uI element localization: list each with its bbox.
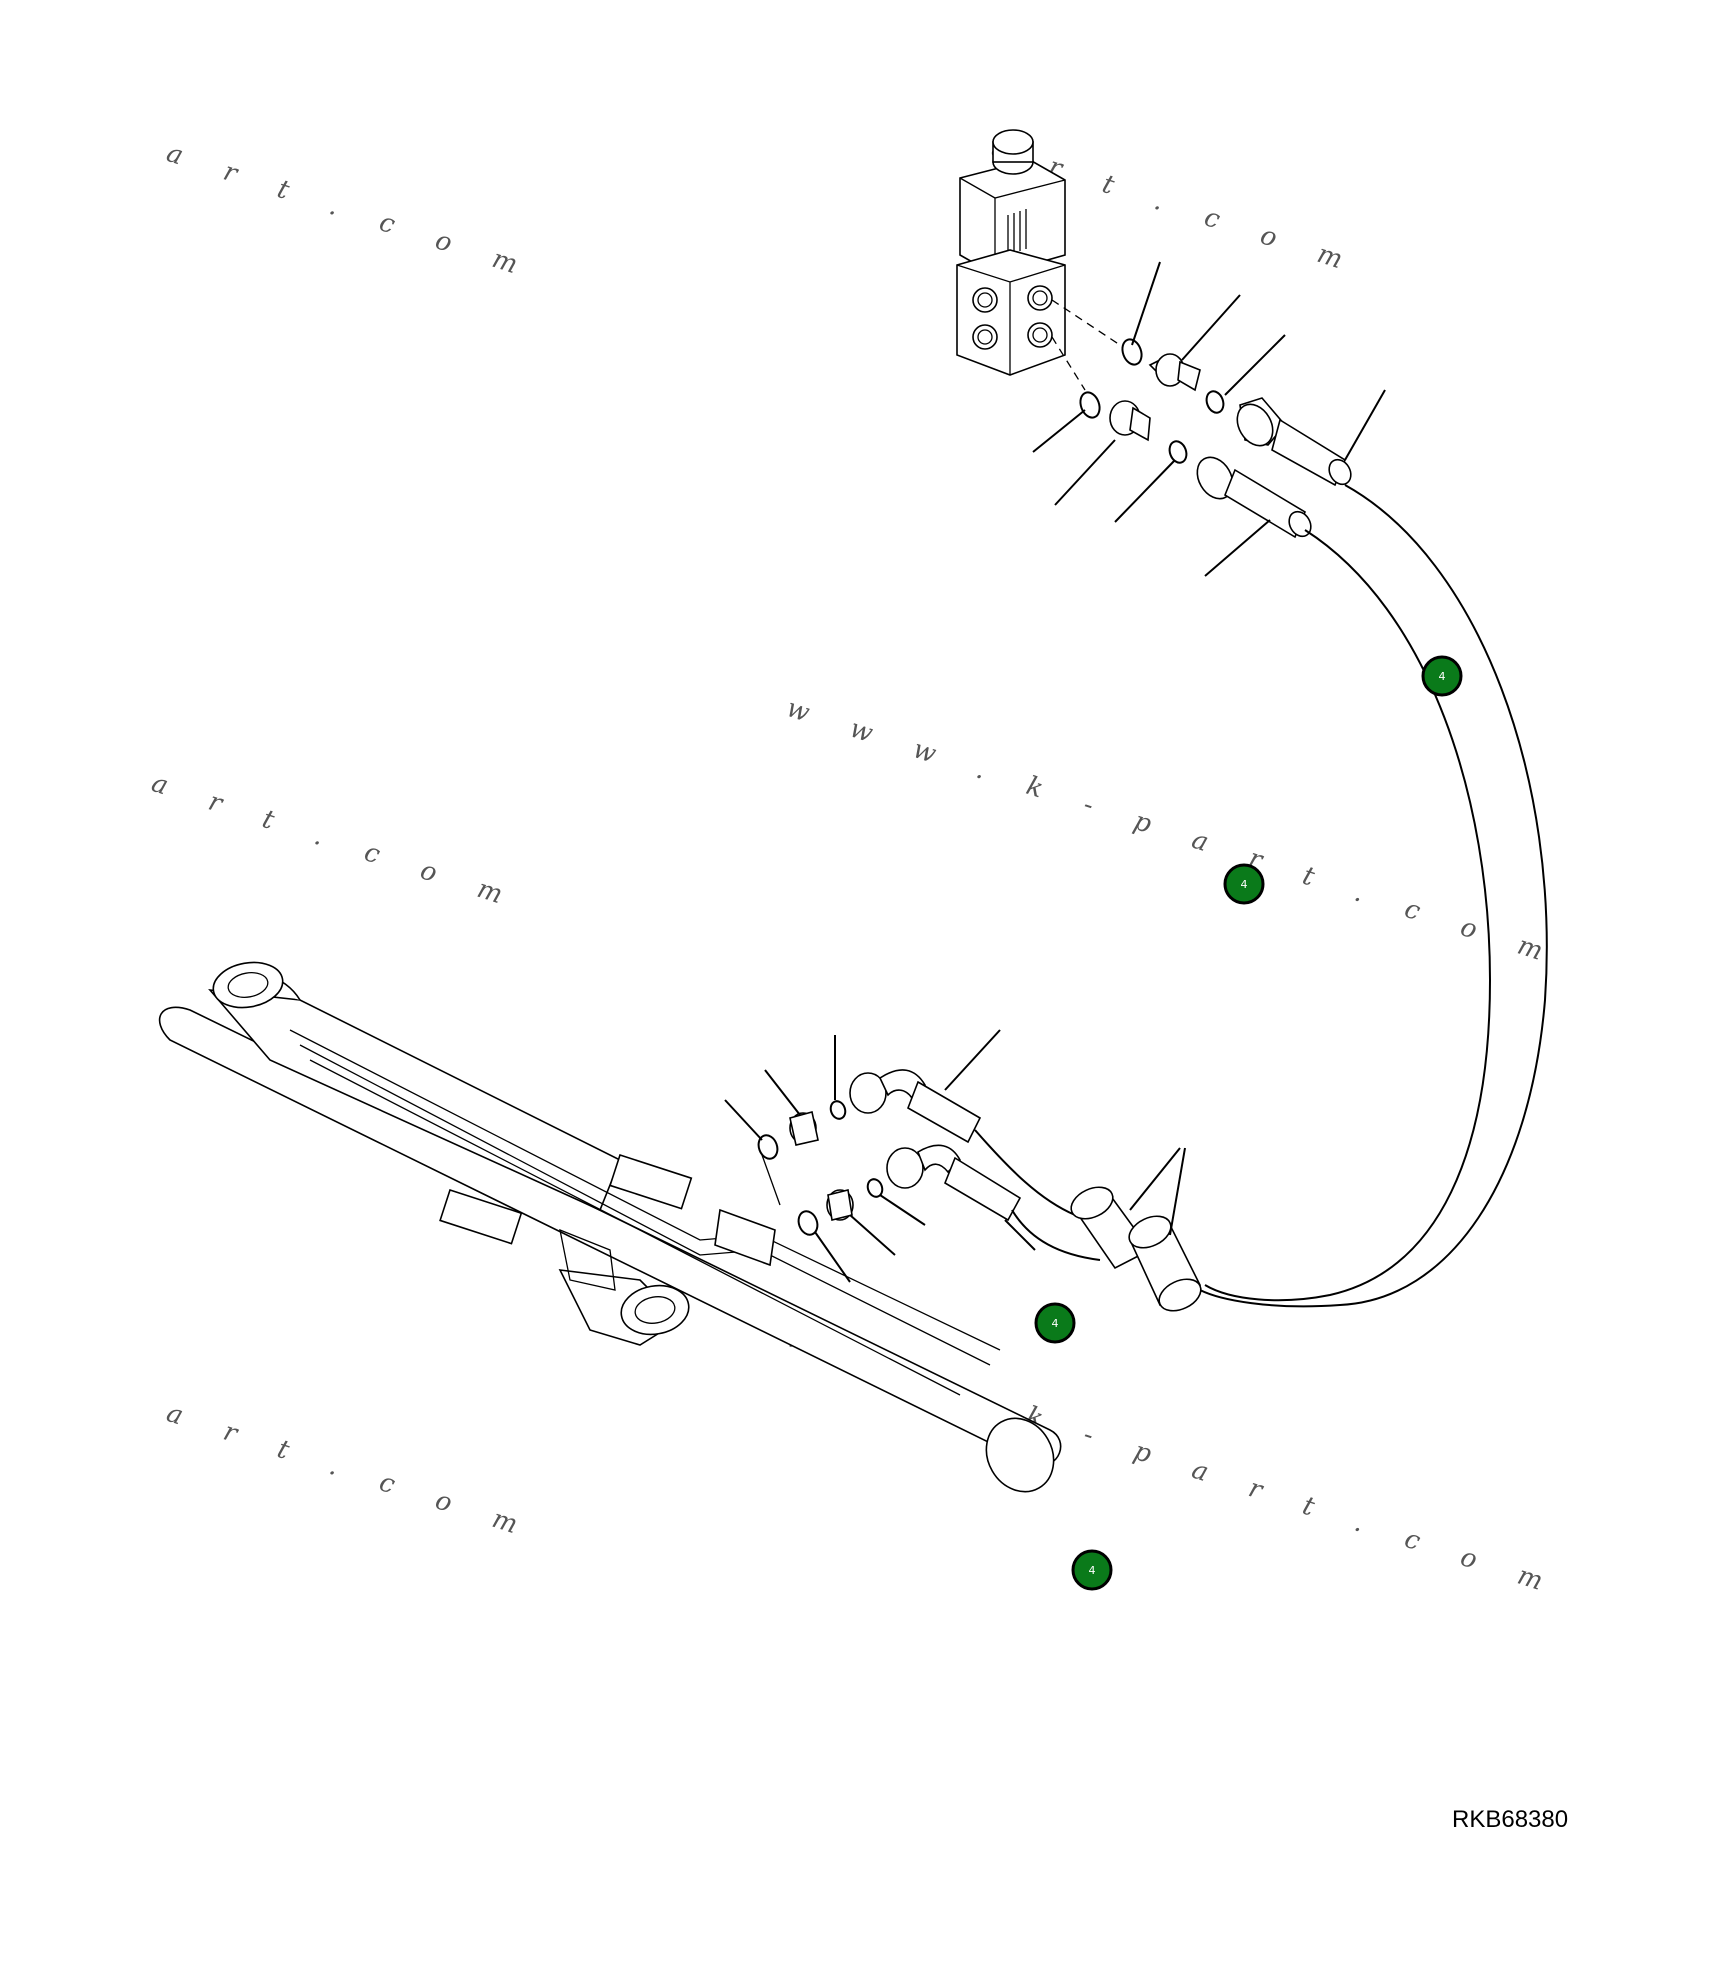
callout-badge: 4 (1421, 655, 1463, 697)
upper-fittings (1032, 261, 1386, 577)
solenoid-valve (956, 129, 1121, 391)
adapter-fitting (789, 1111, 819, 1146)
lower-fittings (724, 1029, 1101, 1283)
watermark-text: a r t . c o m (148, 768, 524, 916)
callout-label: 4 (1089, 1564, 1096, 1577)
adapter-fitting (826, 1189, 854, 1221)
adapter-fitting (1148, 353, 1201, 392)
hose-end-fitting (1196, 456, 1312, 539)
elbow-hose-fitting (849, 1069, 982, 1144)
protective-sleeves (1070, 1147, 1202, 1312)
callout-label: 4 (1241, 878, 1248, 891)
callout-badge: 4 (1071, 1549, 1113, 1591)
hose-end-fitting (1236, 397, 1352, 487)
elbow-hose-fitting (886, 1144, 1022, 1222)
adapter-fitting (1109, 400, 1151, 442)
watermark-text: a r t . c o m (163, 1398, 539, 1546)
watermark-layer: a r t . c o m a r t . c o m a r t . c o … (148, 133, 1564, 1602)
drawing-code-label: RKB68380 (1452, 1806, 1569, 1833)
watermark-text: w w w . k - p a r t . c o m (783, 693, 1564, 972)
callout-label: 4 (1439, 670, 1446, 683)
callout-badge: 4 (1034, 1302, 1076, 1344)
hydraulic-cylinder-assembly (158, 961, 1062, 1493)
watermark-text: a r t . c o m (163, 138, 539, 286)
callout-badge: 4 (1223, 863, 1265, 905)
callout-label: 4 (1052, 1317, 1059, 1330)
